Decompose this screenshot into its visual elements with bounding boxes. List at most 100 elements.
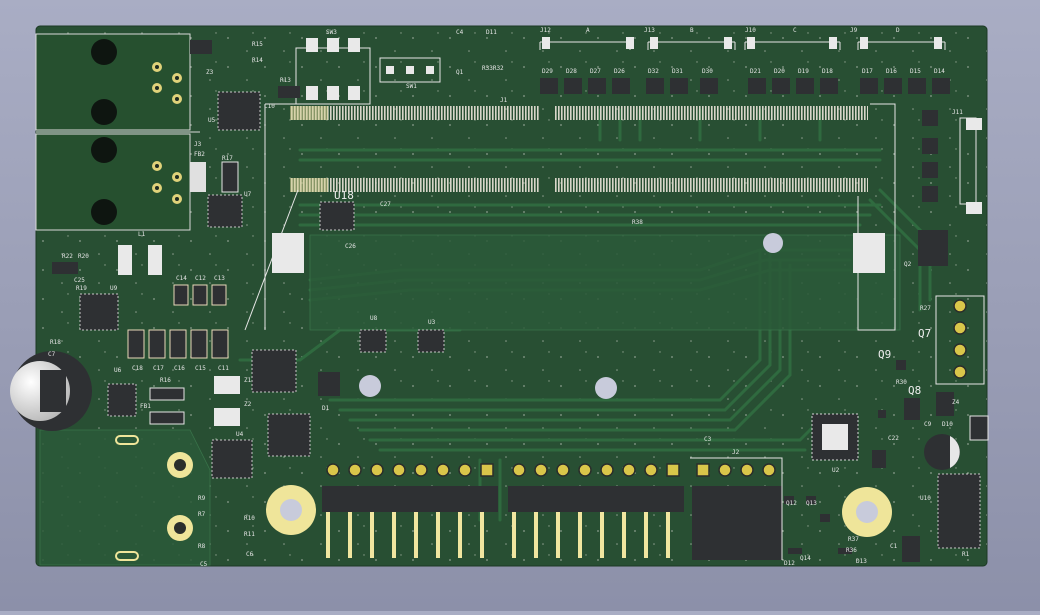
small-smd-parts (784, 360, 906, 554)
label-c15: C15 (195, 365, 206, 372)
label-u18: U18 (334, 189, 354, 202)
switch-sw3 (295, 38, 371, 105)
label-d21: D21 (750, 68, 761, 75)
label-j1: J1 (500, 97, 508, 104)
label-r18: R18 (50, 339, 61, 346)
label-r16: R16 (160, 377, 171, 384)
label-r20: R20 (78, 253, 89, 260)
pin-header-row-2 (508, 463, 684, 558)
connector-j1-row-top (290, 106, 868, 120)
label-r22: R22 (62, 253, 73, 260)
label-d26: D26 (614, 68, 625, 75)
label-c9: C9 (924, 421, 932, 428)
label-c18: C18 (132, 365, 143, 372)
label-d: D (896, 27, 900, 34)
label-c7: C7 (48, 351, 56, 358)
label-d29: D29 (542, 68, 553, 75)
label-d15: D15 (910, 68, 921, 75)
led-row (540, 78, 950, 94)
label-d12: D12 (784, 560, 795, 567)
label-c12: C12 (195, 275, 206, 282)
label-j11: J11 (952, 109, 963, 116)
label-r1: R1 (962, 551, 970, 558)
label-r7: R7 (198, 511, 206, 518)
label-d13: D13 (856, 558, 867, 565)
label-z1: Z1 (244, 377, 252, 384)
label-d11: D11 (486, 29, 497, 36)
indicator-header-pads (542, 37, 942, 49)
label-c10: C10 (264, 103, 275, 110)
label-r13: R13 (280, 77, 291, 84)
label-q2: Q2 (904, 261, 912, 268)
label-c11: C11 (218, 365, 229, 372)
label-sw1: SW1 (406, 83, 417, 90)
label-fb2: FB2 (194, 151, 205, 158)
label-u9: U9 (110, 285, 118, 292)
label-u7: U7 (244, 191, 252, 198)
label-r19: R19 (76, 285, 87, 292)
pin-header-row-1 (322, 463, 498, 558)
label-j3: J3 (194, 141, 202, 148)
label-q13: Q13 (806, 500, 817, 507)
label-r11: R11 (244, 531, 255, 538)
label-u10: U10 (920, 495, 931, 502)
label-r8: R8 (198, 543, 206, 550)
label-r14: R14 (252, 57, 263, 64)
label-r10: R10 (244, 515, 255, 522)
module-outline (244, 103, 896, 331)
label-c16: C16 (174, 365, 185, 372)
label-c25: C25 (74, 277, 85, 284)
label-b: B (690, 27, 694, 34)
label-r37: R37 (848, 536, 859, 543)
label-q14: Q14 (800, 555, 811, 562)
label-q7: Q7 (918, 327, 931, 340)
label-q1: Q1 (456, 69, 464, 76)
connector-j2 (690, 457, 783, 560)
label-r27: R27 (920, 305, 931, 312)
label-c27: C27 (380, 201, 391, 208)
label-c14: C14 (176, 275, 187, 282)
label-c4: C4 (456, 29, 464, 36)
label-sw3: SW3 (326, 29, 337, 36)
label-r15: R15 (252, 41, 263, 48)
ic-packages (79, 91, 981, 549)
label-c5: C5 (200, 561, 208, 568)
label-r38: R38 (632, 219, 643, 226)
label-d20: D20 (774, 68, 785, 75)
label-c6: C6 (246, 551, 254, 558)
label-c1: C1 (890, 543, 898, 550)
label-d30: D30 (702, 68, 713, 75)
indicator-headers (539, 41, 946, 50)
label-q12: Q12 (786, 500, 797, 507)
label-fb1: FB1 (140, 403, 151, 410)
label-u3: U3 (428, 319, 436, 326)
label-c22: C22 (888, 435, 899, 442)
passive-components (52, 40, 989, 562)
label-c13: C13 (214, 275, 225, 282)
label-c26: C26 (345, 243, 356, 250)
label-r33r32: R33R32 (482, 65, 504, 72)
label-d31: D31 (672, 68, 683, 75)
label-d16: D16 (886, 68, 897, 75)
label-d14: D14 (934, 68, 945, 75)
label-u4: U4 (236, 431, 244, 438)
label-q9: Q9 (878, 348, 891, 361)
label-c17: C17 (153, 365, 164, 372)
silkscreen-large-labels: U18 Q7 Q9 Q8 (334, 189, 931, 397)
label-l1: L1 (138, 231, 146, 238)
label-u6: U6 (114, 367, 122, 374)
label-c3: C3 (704, 436, 712, 443)
pad-large-left (272, 233, 304, 273)
label-d32: D32 (648, 68, 659, 75)
connector-j1-row-bottom (290, 178, 868, 192)
silkscreen-labels: SW3 SW1 C4 D11 R33R32 Q1 J12 A J13 B J10… (48, 27, 970, 568)
mounting-holes (115, 233, 892, 561)
label-r17: R17 (222, 155, 233, 162)
label-d17: D17 (862, 68, 873, 75)
switch-sw1 (379, 57, 441, 83)
label-d28: D28 (566, 68, 577, 75)
label-j9: J9 (850, 27, 858, 34)
label-q8: Q8 (908, 384, 921, 397)
